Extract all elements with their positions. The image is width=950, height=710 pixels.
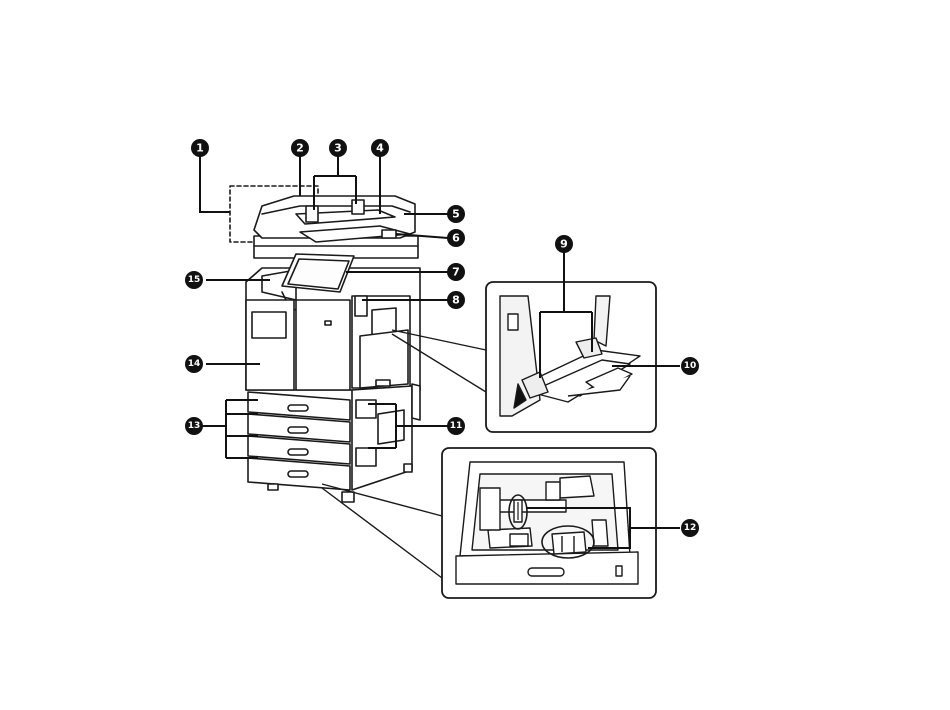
side-connector — [412, 384, 420, 420]
callout-6-number: 6 — [452, 232, 460, 245]
callout-13-number: 13 — [188, 421, 201, 431]
printer-illustration — [230, 186, 420, 502]
foot-right — [342, 492, 354, 502]
callout-2: 2 — [291, 139, 309, 157]
callout-1-number: 1 — [196, 142, 204, 155]
callout-12-number: 12 — [684, 523, 697, 533]
callout-11-number: 11 — [450, 421, 463, 431]
callout-9-number: 9 — [560, 238, 568, 251]
callout-7-number: 7 — [452, 266, 460, 279]
callout-2-number: 2 — [296, 142, 304, 155]
cassette-3-handle — [288, 449, 308, 455]
foot-left — [268, 484, 278, 490]
callout-11: 11 — [447, 417, 465, 435]
callout-5-number: 5 — [452, 208, 460, 221]
callout-12: 12 — [681, 519, 699, 537]
callout-10-number: 10 — [684, 361, 697, 371]
leader-1 — [200, 156, 230, 212]
inset-connector-bottom — [322, 484, 442, 578]
callout-3: 3 — [329, 139, 347, 157]
rear-cover-2 — [356, 448, 376, 466]
callout-14-number: 14 — [188, 359, 201, 369]
right-cover-latch — [376, 380, 390, 386]
foot-rear — [404, 464, 412, 472]
front-cover-center — [296, 300, 350, 390]
callout-5: 5 — [447, 205, 465, 223]
callout-1: 1 — [191, 139, 209, 157]
adf-edge-guide-right — [352, 200, 364, 214]
usb-port — [325, 321, 331, 325]
callout-6: 6 — [447, 229, 465, 247]
callout-7: 7 — [447, 263, 465, 281]
front-cover-window — [252, 312, 286, 338]
callout-13: 13 — [185, 417, 203, 435]
callout-8: 8 — [447, 291, 465, 309]
adf-output-stopper — [382, 230, 396, 238]
callout-15: 15 — [185, 271, 203, 289]
callout-9: 9 — [555, 235, 573, 253]
cassette-4-handle — [288, 471, 308, 477]
callout-4: 4 — [371, 139, 389, 157]
control-panel-screen — [288, 259, 349, 289]
cassette-1-handle — [288, 405, 308, 411]
callout-3-number: 3 — [334, 142, 342, 155]
callout-8-number: 8 — [452, 294, 460, 307]
callout-14: 14 — [185, 355, 203, 373]
callout-4-number: 4 — [376, 142, 384, 155]
cassette-illustration — [456, 462, 638, 584]
callout-10: 10 — [681, 357, 699, 375]
adf-edge-guide-left — [306, 206, 318, 222]
callout-15-number: 15 — [188, 275, 201, 285]
cassette-2-handle — [288, 427, 308, 433]
rear-cover-1 — [356, 400, 376, 418]
